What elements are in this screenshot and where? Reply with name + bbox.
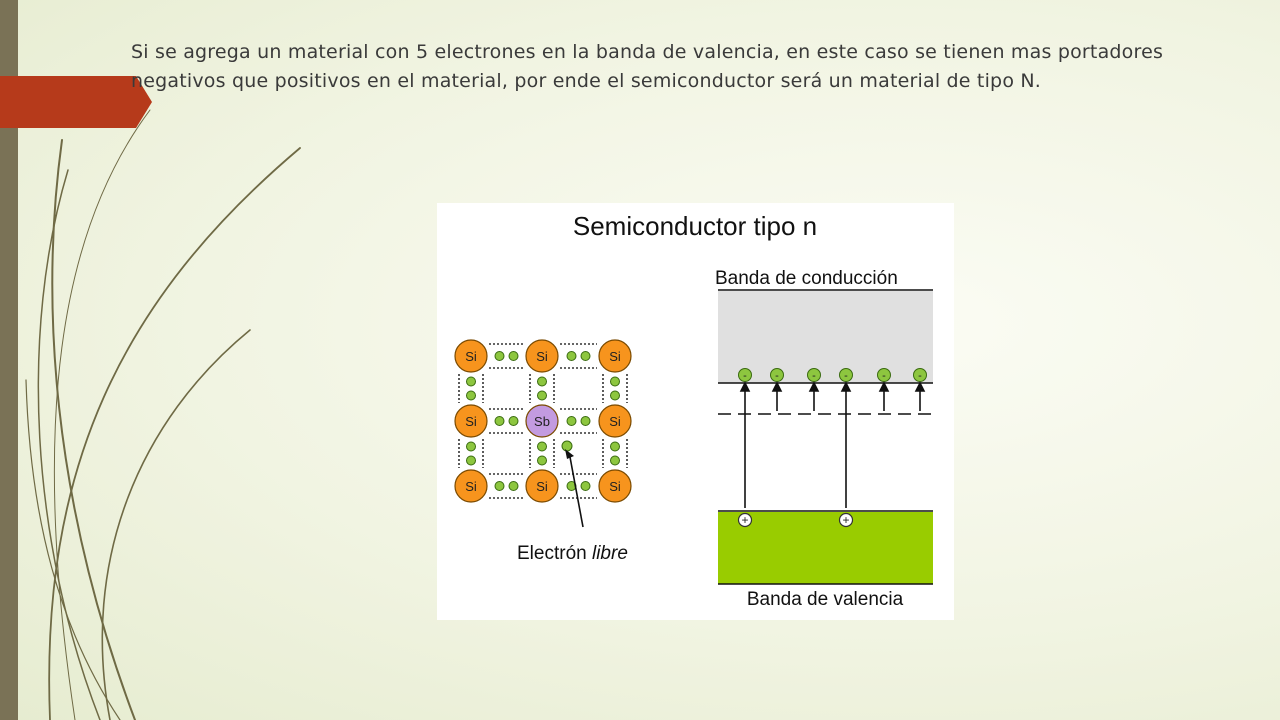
bond-electron	[610, 455, 620, 466]
si-atom	[454, 339, 488, 373]
bond-electron	[610, 376, 620, 387]
si-atom	[454, 404, 488, 438]
free-electron-pointer-head	[565, 449, 574, 459]
valence-hole	[838, 512, 854, 528]
si-atom-label: Si	[536, 349, 548, 364]
si-atom	[525, 339, 559, 373]
si-atom	[598, 469, 632, 503]
slide-body-text: Si se agrega un material con 5 electrone…	[131, 41, 1164, 92]
si-atom	[598, 404, 632, 438]
sb-atom-label: Sb	[534, 414, 550, 429]
bond-electron	[466, 376, 476, 387]
free-electron-label: Electrón libre	[517, 543, 628, 564]
si-atom	[598, 339, 632, 373]
left-decorative-bar	[0, 0, 18, 720]
si-atom-label: Si	[465, 414, 477, 429]
bond-electron	[580, 351, 591, 361]
bond-electron	[494, 416, 505, 426]
valence-band-label: Banda de valencia	[747, 589, 904, 610]
si-atom-label: Si	[609, 479, 621, 494]
accent-tab-arrow	[136, 76, 152, 128]
valence-band	[718, 512, 933, 584]
valence-hole-sign: +	[741, 513, 748, 527]
conduction-electron-sign: -	[743, 370, 747, 382]
si-atom-label: Si	[609, 414, 621, 429]
excitation-arrow-head	[840, 381, 852, 392]
bond-electron	[580, 416, 591, 426]
valence-hole-sign: +	[842, 513, 849, 527]
excitation-arrow-head	[914, 381, 926, 392]
conduction-electron-sign: -	[812, 370, 816, 382]
bond-electron	[466, 455, 476, 466]
conduction-band	[718, 291, 933, 383]
excitation-arrow-head	[739, 381, 751, 392]
conduction-band-label: Banda de conducción	[715, 268, 898, 289]
conduction-electron-sign: -	[844, 370, 848, 382]
bond-electron	[566, 351, 577, 361]
bond-electron	[537, 455, 547, 466]
bond-electron	[537, 376, 547, 387]
bond-electron	[508, 416, 519, 426]
bond-electron	[537, 441, 547, 452]
figure-title: Semiconductor tipo n	[573, 211, 817, 241]
sb-atom	[525, 404, 559, 438]
bond-electron	[466, 441, 476, 452]
bond-electron	[508, 481, 519, 491]
valence-hole	[737, 512, 753, 528]
si-atom	[525, 469, 559, 503]
bond-electron	[610, 441, 620, 452]
conduction-electron-sign: -	[775, 370, 779, 382]
bond-electron	[494, 351, 505, 361]
bond-electron	[610, 390, 620, 401]
bond-electron	[508, 351, 519, 361]
bond-electron	[566, 416, 577, 426]
decorative-swirl-lines	[25, 109, 301, 720]
bond-electron	[466, 390, 476, 401]
conduction-electron-sign: -	[882, 370, 886, 382]
conduction-electron-sign: -	[918, 370, 922, 382]
si-atom-label: Si	[609, 349, 621, 364]
si-atom-label: Si	[536, 479, 548, 494]
si-atom	[454, 469, 488, 503]
accent-tab	[0, 76, 136, 128]
excitation-arrow-head	[878, 381, 890, 392]
free-electron-pointer	[569, 456, 584, 528]
excitation-arrow-head	[771, 381, 783, 392]
bond-electron	[494, 481, 505, 491]
excitation-arrow-head	[808, 381, 820, 392]
si-atom-label: Si	[465, 349, 477, 364]
si-atom-label: Si	[465, 479, 477, 494]
figure-canvas: Semiconductor tipo n SiSiSiSiSbSiSiSiSi …	[454, 211, 933, 610]
bond-electron	[537, 390, 547, 401]
free-electron	[561, 440, 573, 452]
bond-electron	[580, 481, 591, 491]
